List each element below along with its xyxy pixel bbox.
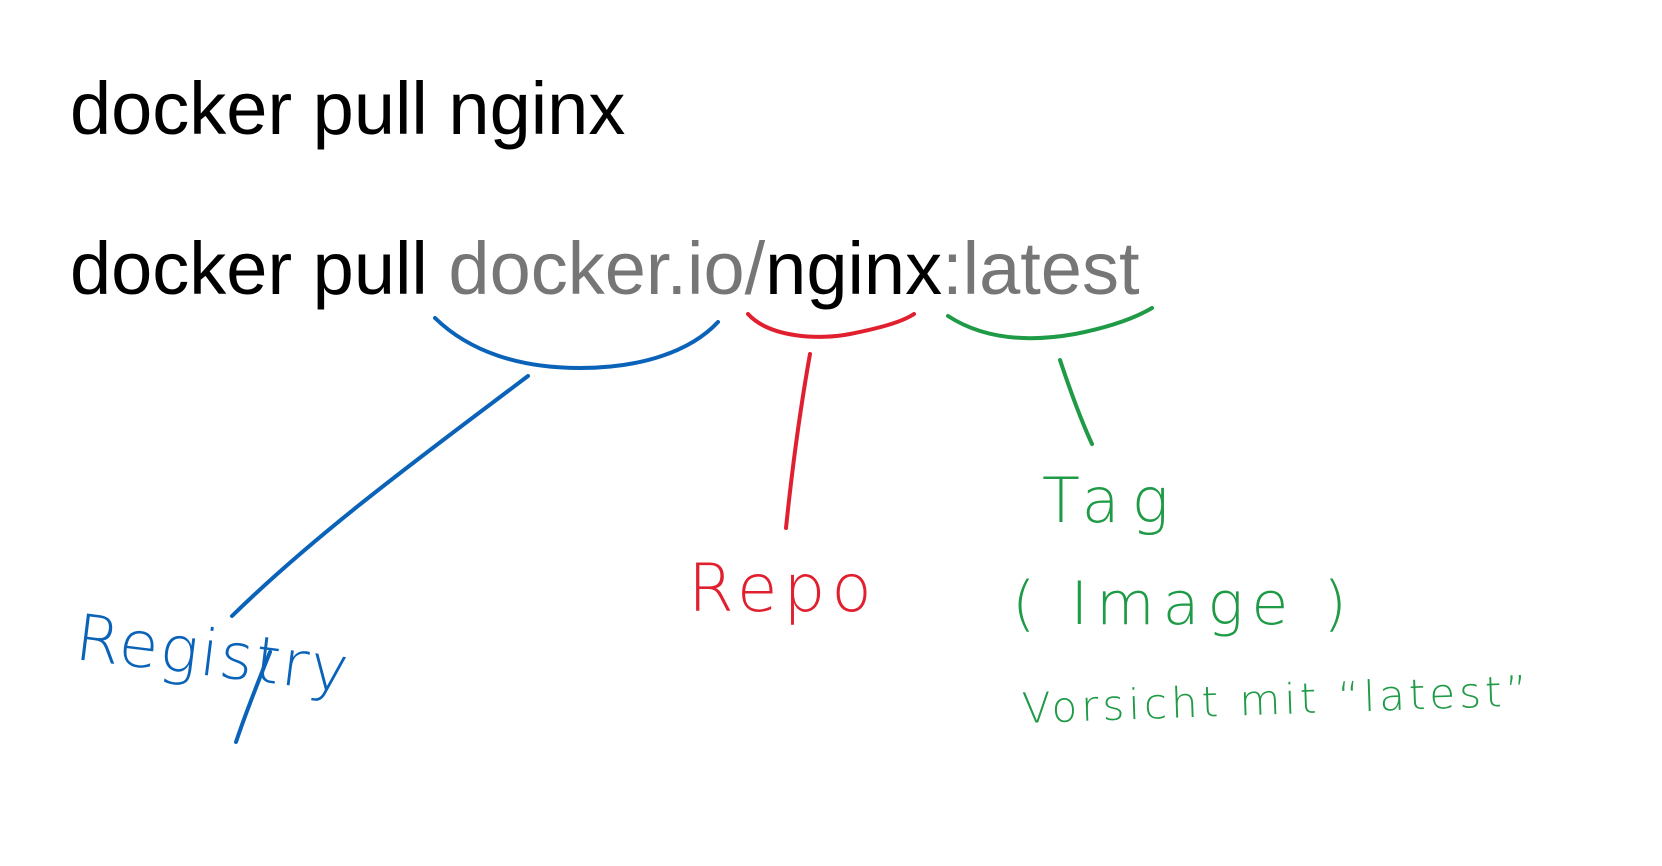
tag-segment: :latest	[942, 227, 1140, 310]
command-simple: docker pull nginx	[70, 72, 625, 146]
repo-brace	[746, 312, 916, 339]
repo-label: Repo	[688, 550, 878, 627]
tag-brace	[946, 306, 1154, 341]
tag-leader	[1058, 358, 1094, 446]
tag-label: Tag	[1042, 464, 1181, 537]
command-full: docker pull docker.io/nginx:latest	[70, 232, 1140, 306]
image-label: ( Image )	[1012, 569, 1355, 639]
registry-segment: docker.io/	[448, 227, 766, 310]
command-simple-text: docker pull nginx	[70, 67, 626, 150]
repo-leader	[784, 352, 812, 530]
registry-y-tail	[234, 650, 272, 744]
command-prefix: docker pull	[70, 227, 449, 310]
registry-leader	[230, 374, 530, 618]
registry-brace	[433, 316, 720, 370]
repo-segment: nginx	[765, 227, 943, 310]
